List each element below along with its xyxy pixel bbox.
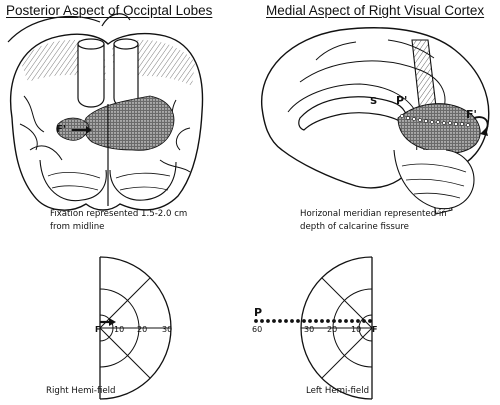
right-hemifield-tick-10: 10 (351, 325, 361, 334)
right-hemifield-f-label: F (372, 325, 377, 334)
sulcus-s-label: S (370, 96, 378, 107)
left-fixation-label: F' (56, 124, 66, 135)
right-hemifield-caption: Right Hemi-field (46, 386, 116, 396)
hemifield-meridian-dots (254, 319, 372, 323)
right-caption-line2: depth of calcarine fissure (300, 222, 409, 232)
right-caption: Horizonal meridian represented in depth … (300, 208, 447, 234)
left-caption-line1: Fixation represented 1.5-2.0 cm (50, 209, 188, 219)
horizontal-meridian-dots (400, 114, 470, 127)
right-caption-line1: Horizonal meridian represented in (300, 209, 447, 219)
left-hemifield-caption: Left Hemi-field (306, 386, 370, 396)
left-hemifield-tick-30: 30 (162, 325, 172, 334)
left-hemifield-tick-20: 20 (137, 325, 147, 334)
right-p-prime-label: P' (396, 94, 408, 107)
right-hemifield-tick-60: 60 (252, 325, 262, 334)
left-hemifield-f-label: F (95, 325, 100, 334)
right-f-prime-label: F' (466, 108, 477, 121)
left-hemifield-tick-10: 10 (114, 325, 124, 334)
left-panel-title: Posterior Aspect of Occiptal Lobes (6, 3, 213, 18)
right-hemifield-tick-20: 20 (327, 325, 337, 334)
left-caption-line2: from midline (50, 222, 105, 232)
right-panel-title: Medial Aspect of Right Visual Cortex (266, 3, 485, 18)
left-caption: Fixation represented 1.5-2.0 cm from mid… (50, 208, 187, 234)
right-hemifield-tick-30: 30 (304, 325, 314, 334)
right-hemifield-p-label: P (254, 306, 262, 319)
